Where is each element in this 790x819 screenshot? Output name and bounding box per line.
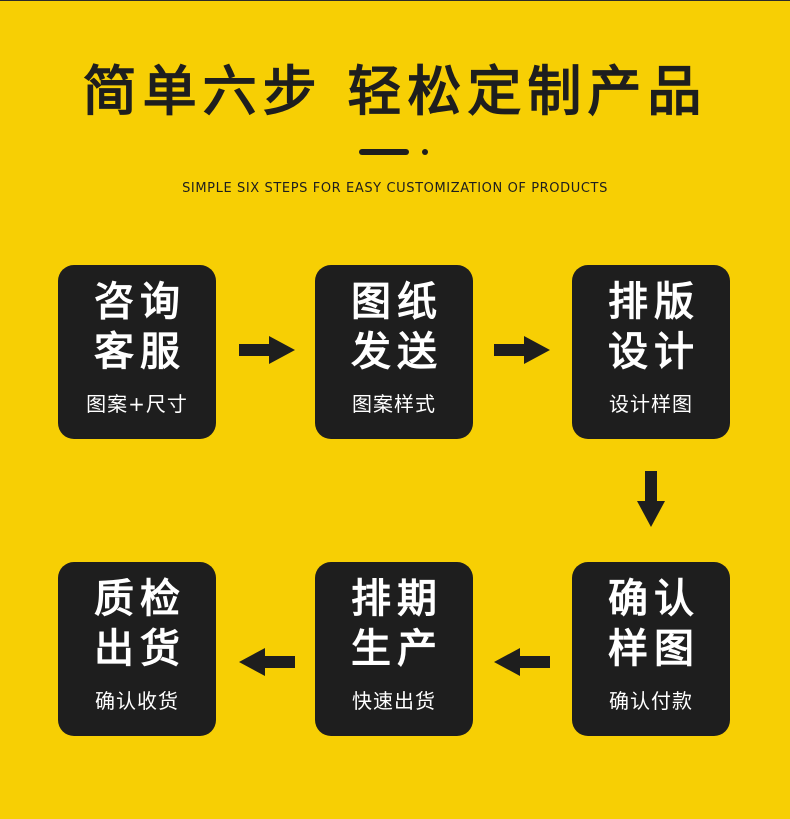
step-title-line: 排版 [608,279,700,325]
step-title: 质检 出货 [58,574,216,674]
step-title: 排版 设计 [572,277,730,377]
step-title: 图纸 发送 [315,277,473,377]
step-title-line: 生产 [351,626,443,672]
arrow-left-icon [494,648,550,676]
step-description: 图案+尺寸 [86,392,188,416]
step-title-line: 咨询 [94,279,186,325]
step-card-inspect-ship: 质检 出货 确认收货 [58,562,216,736]
title-divider-dot [422,149,428,155]
arrow-left-icon [239,648,295,676]
page-subtitle: SIMPLE SIX STEPS FOR EASY CUSTOMIZATION … [182,181,608,196]
step-description: 确认付款 [609,689,693,713]
top-border-line [0,0,790,1]
step-card-confirm-sample: 确认 样图 确认付款 [572,562,730,736]
step-description: 设计样图 [609,392,693,416]
step-title-line: 排期 [351,576,443,622]
step-title: 排期 生产 [315,574,473,674]
title-divider-dash [359,149,409,155]
step-card-layout-design: 排版 设计 设计样图 [572,265,730,439]
step-title-line: 图纸 [351,279,443,325]
step-title-line: 样图 [608,626,700,672]
step-card-schedule-production: 排期 生产 快速出货 [315,562,473,736]
step-title-line: 确认 [608,576,700,622]
step-title-line: 出货 [94,626,186,672]
arrow-down-icon [637,471,665,527]
step-card-consult: 咨询 客服 图案+尺寸 [58,265,216,439]
arrow-right-icon [239,336,295,364]
step-title-line: 质检 [94,576,186,622]
step-card-send-drawing: 图纸 发送 图案样式 [315,265,473,439]
step-description: 图案样式 [352,392,436,416]
page-title: 简单六步 轻松定制产品 [82,60,708,123]
step-title: 确认 样图 [572,574,730,674]
step-description: 快速出货 [352,689,436,713]
step-title-line: 客服 [94,329,186,375]
arrow-right-icon [494,336,550,364]
step-title: 咨询 客服 [58,277,216,377]
step-description: 确认收货 [95,689,179,713]
step-title-line: 设计 [608,329,700,375]
step-title-line: 发送 [351,329,443,375]
